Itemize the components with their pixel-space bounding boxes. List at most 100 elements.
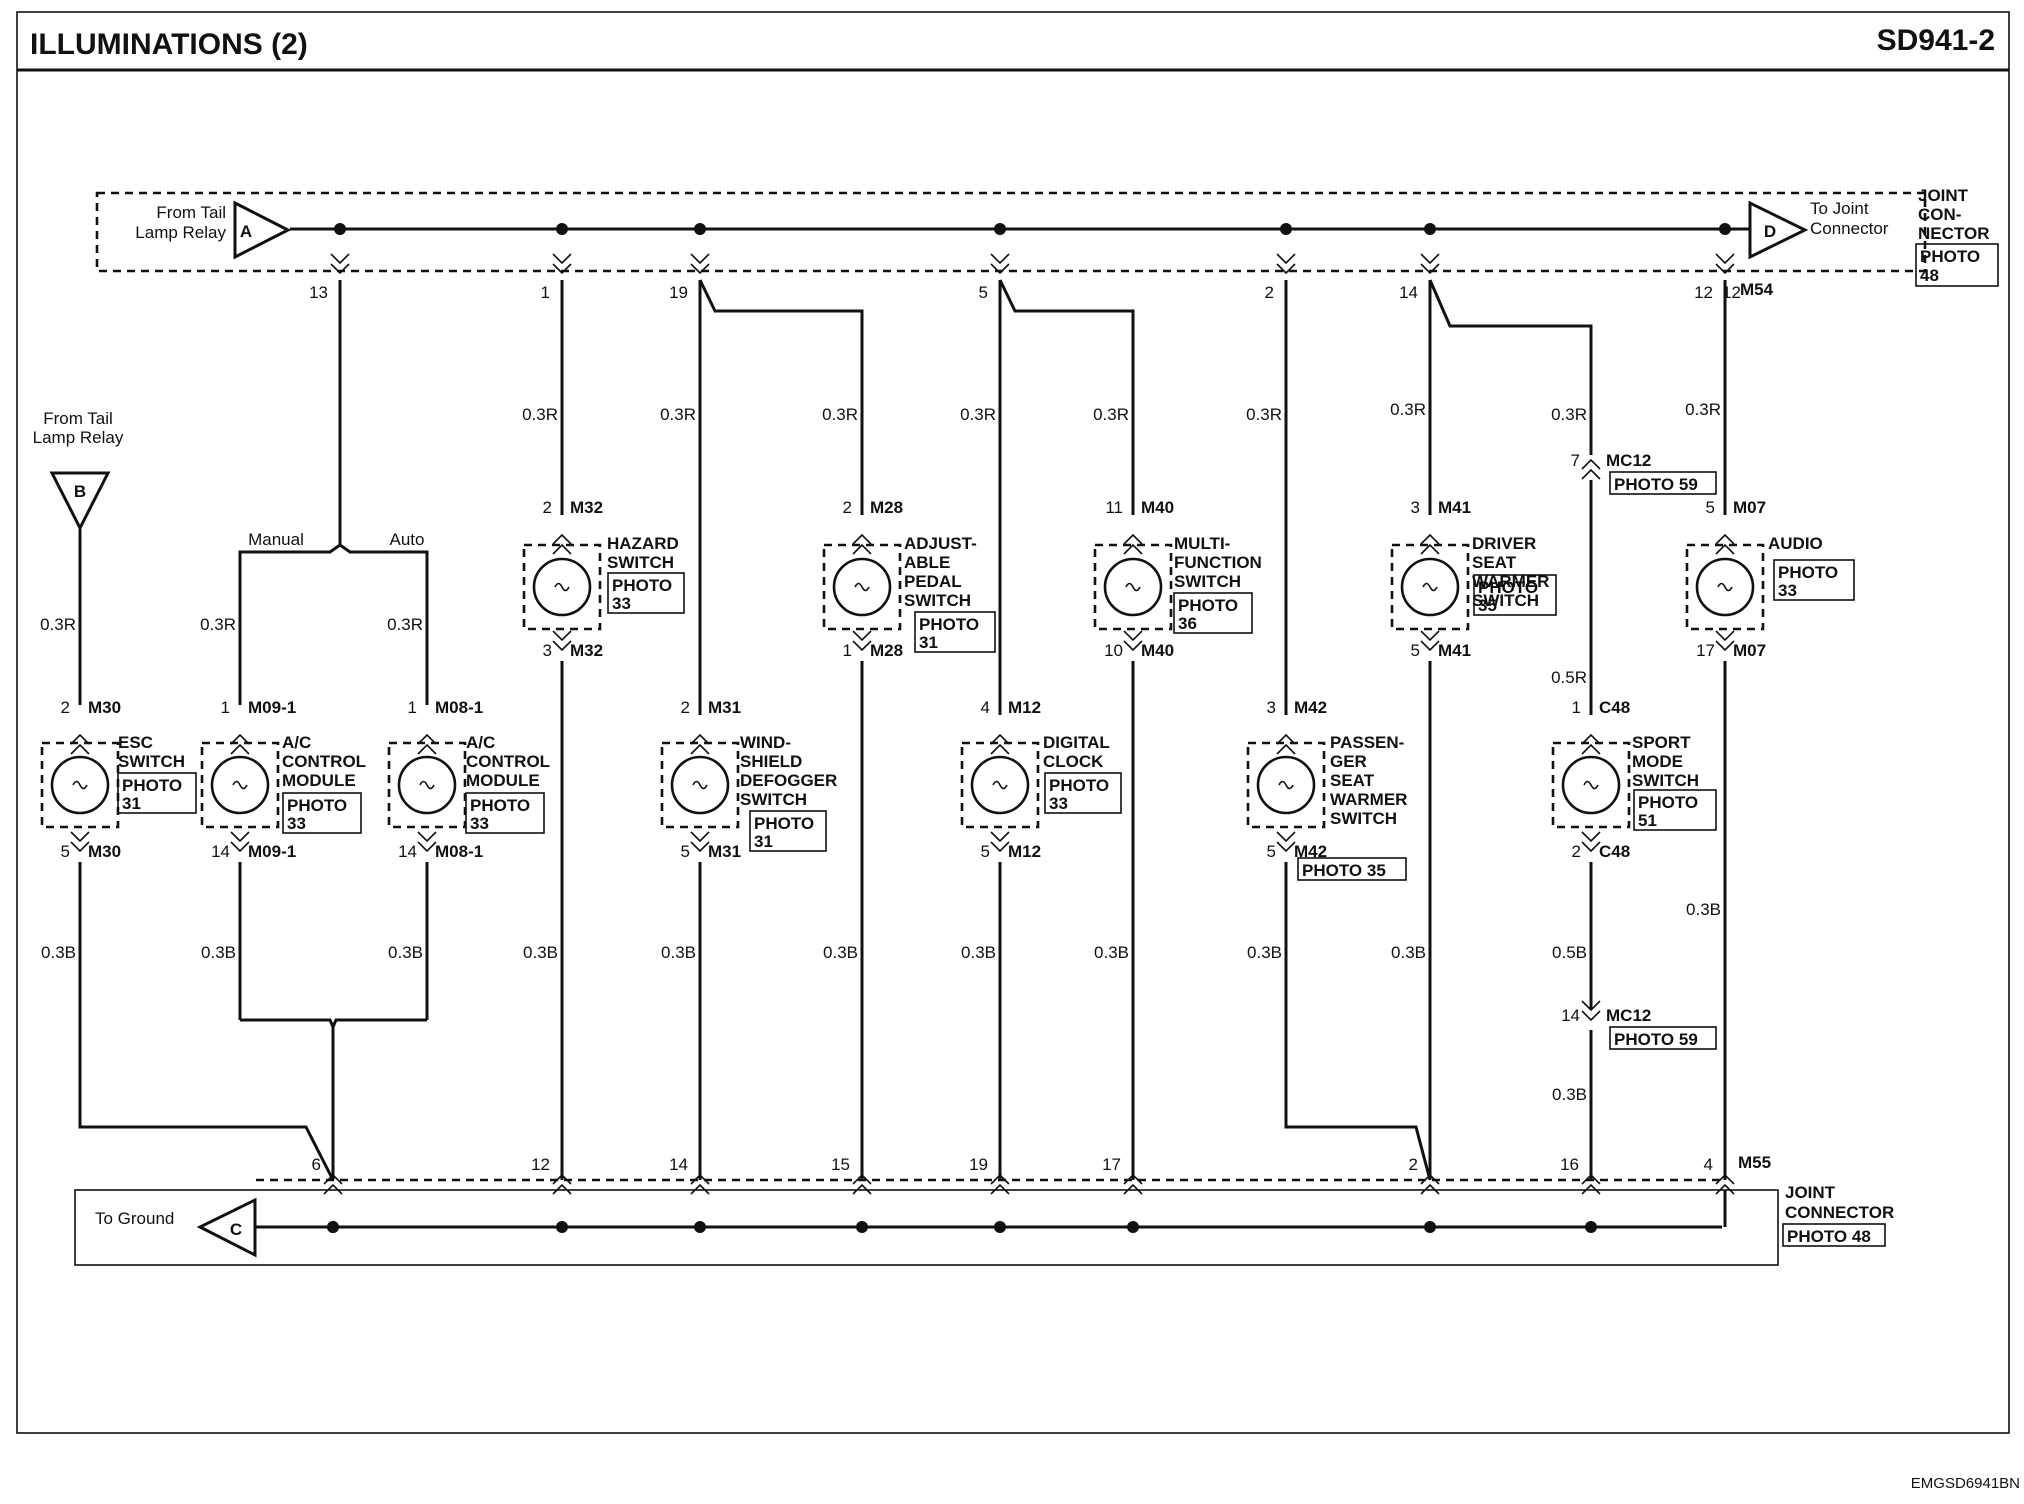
component-passenger-name-line-2: SEAT	[1330, 771, 1375, 790]
bottom-pin-arrow	[690, 1173, 710, 1185]
component-multi-name-line-2: SWITCH	[1174, 572, 1241, 591]
connector-c-label: C	[230, 1220, 242, 1239]
component-pedal-conn-bottom: M28	[870, 641, 903, 660]
component-driver-top-pin-2	[1420, 543, 1440, 555]
bottom-pin-number: 15	[831, 1155, 850, 1174]
left-source-label-1: From Tail	[43, 409, 113, 428]
component-sport-conn-top: C48	[1599, 698, 1630, 717]
component-sport-filament-icon	[1583, 780, 1599, 790]
left-source-label-2: Lamp Relay	[33, 428, 124, 447]
top-pin-number: 5	[979, 283, 988, 302]
top-pin-number: 2	[1265, 283, 1274, 302]
bottom-pin-arrow	[1581, 1173, 1601, 1185]
top-joint-photo-number: 48	[1920, 266, 1939, 285]
top-pin-number: 13	[309, 283, 328, 302]
top-pin-arrow-2	[330, 263, 350, 275]
component-hazard-photo-box	[607, 572, 685, 614]
component-passenger-top-pin	[1276, 733, 1296, 745]
wire-color-supply: 0.3R	[1551, 405, 1587, 424]
top-dest-label-2: Connector	[1810, 219, 1889, 238]
bottom-bus-junction	[1424, 1221, 1436, 1233]
bottom-pin-arrow-2	[1123, 1183, 1143, 1195]
component-driver-conn-top: M41	[1438, 498, 1471, 517]
component-hazard-conn-bottom: M32	[570, 641, 603, 660]
top-pin-arrow-2	[690, 263, 710, 275]
top-pin-arrow-2	[1715, 263, 1735, 275]
component-pedal-top-pin	[852, 533, 872, 545]
component-passenger-conn-top: M42	[1294, 698, 1327, 717]
component-driver-photo-box	[1473, 574, 1557, 616]
split-auto-label: Auto	[390, 530, 425, 549]
wire-color-ground: 0.3B	[961, 943, 996, 962]
component-multi-photo-box	[1173, 592, 1253, 634]
component-sport-name-line-2: SWITCH	[1632, 771, 1699, 790]
component-sport-bottom-pin-2	[1581, 841, 1601, 853]
component-passenger-bottom-pin-2	[1276, 841, 1296, 853]
component-hazard-top-pin-2	[552, 543, 572, 555]
wire-color-supply: 0.3R	[960, 405, 996, 424]
page-frame	[16, 11, 2010, 1434]
bottom-pin-arrow	[552, 1173, 572, 1185]
component-passenger-top-pin-2	[1276, 743, 1296, 755]
wire-color-supply-sport: 0.5R	[1551, 668, 1587, 687]
esc-ground-wire	[78, 862, 335, 1181]
top-source-label-2: Lamp Relay	[135, 223, 226, 242]
component-clock-conn-top: M12	[1008, 698, 1041, 717]
component-ac-manual-box	[200, 741, 280, 829]
component-windshield-name-line-1: SHIELD	[740, 752, 802, 771]
top-joint-photo-label: PHOTO	[1920, 247, 1980, 266]
component-sport-photo-box	[1633, 789, 1717, 831]
component-ac-manual-name-line-0: A/C	[282, 733, 311, 752]
component-windshield-conn-bottom: M31	[708, 842, 741, 861]
bottom-bus-junction	[1585, 1221, 1597, 1233]
component-hazard-pin-bottom: 3	[543, 641, 552, 660]
component-hazard-photo-line-0: PHOTO	[612, 576, 672, 595]
component-windshield-top-pin-2	[690, 743, 710, 755]
component-clock-pin-top: 4	[981, 698, 990, 717]
component-multi-name-line-1: FUNCTION	[1174, 553, 1262, 572]
wire-color-supply: 0.3R	[387, 615, 423, 634]
top-bus-junction	[1424, 223, 1436, 235]
component-clock-pin-bottom: 5	[981, 842, 990, 861]
top-bus-junction	[556, 223, 568, 235]
component-audio-bottom-pin-2	[1715, 640, 1735, 652]
component-multi-top-pin-2	[1123, 543, 1143, 555]
component-driver-photo-line-0: PHOTO	[1478, 578, 1538, 597]
component-ac-manual-pin-top: 1	[221, 698, 230, 717]
component-audio-top-pin	[1715, 533, 1735, 545]
component-hazard-conn-top: M32	[570, 498, 603, 517]
bottom-bus-junction	[694, 1221, 706, 1233]
component-esc-photo-line-0: PHOTO	[122, 776, 182, 795]
component-pedal-bottom-pin	[852, 630, 872, 642]
component-multi-pin-bottom: 10	[1104, 641, 1123, 660]
component-esc-bottom-pin-2	[70, 841, 90, 853]
component-clock-top-pin	[990, 733, 1010, 745]
top-bus-junction	[1719, 223, 1731, 235]
component-driver-name-line-1: SEAT	[1472, 553, 1517, 572]
wire-color-supply: 0.3R	[40, 615, 76, 634]
component-passenger-filament-icon	[1278, 780, 1294, 790]
wire-color-supply: 0.3R	[1246, 405, 1282, 424]
component-ac-manual-pin-bottom: 14	[211, 842, 230, 861]
component-pedal-pin-bottom: 1	[843, 641, 852, 660]
mc12-photo-box-top	[1609, 471, 1717, 495]
component-ac-manual-top-pin-2	[230, 743, 250, 755]
wire-color-ground: 0.3B	[1391, 943, 1426, 962]
component-windshield-pin-top: 2	[681, 698, 690, 717]
component-esc-pin-bottom: 5	[61, 842, 70, 861]
component-windshield-conn-top: M31	[708, 698, 741, 717]
footer-code: EMGSD6941BN	[1911, 1475, 2020, 1492]
component-driver-name-line-2: WARMER	[1472, 572, 1549, 591]
component-esc-bottom-pin	[70, 831, 90, 843]
component-hazard-pin-top: 2	[543, 498, 552, 517]
component-multi-conn-top: M40	[1141, 498, 1174, 517]
component-ac-auto-pin-top: 1	[408, 698, 417, 717]
bottom-pin-arrow-2	[323, 1183, 343, 1195]
component-passenger-photo-line-0: PHOTO 35	[1302, 861, 1386, 880]
bottom-pin-arrow	[1715, 1173, 1735, 1185]
wire-color-supply: 0.3R	[1093, 405, 1129, 424]
component-passenger-name-line-0: PASSEN-	[1330, 733, 1404, 752]
component-audio-box	[1685, 543, 1765, 631]
top-pin-arrow	[330, 253, 350, 265]
